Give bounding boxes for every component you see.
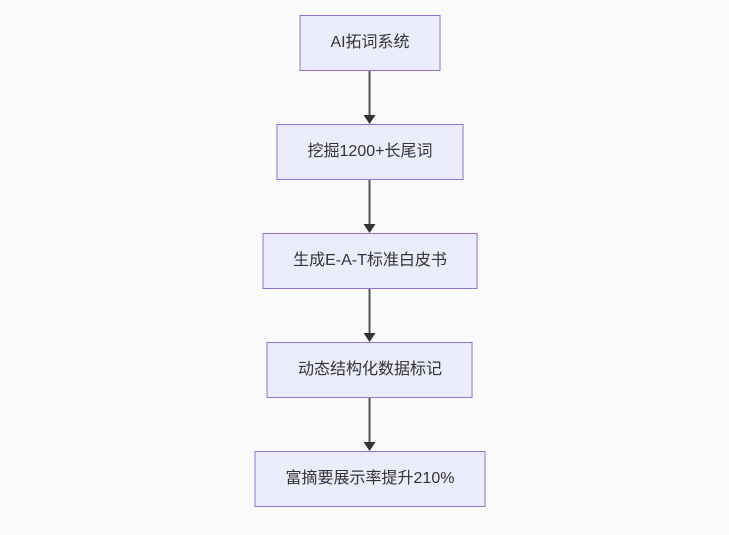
node-label: 富摘要展示率提升210%	[285, 470, 455, 487]
node-label: 生成E-A-T标准白皮书	[293, 252, 447, 269]
edge-a-to-b	[363, 71, 377, 124]
edge-c-to-d	[363, 289, 377, 342]
arrowhead-down-icon	[364, 115, 376, 124]
node-eat-whitepaper: 生成E-A-T标准白皮书	[262, 233, 478, 289]
node-dynamic-structured-data: 动态结构化数据标记	[266, 342, 473, 398]
arrowhead-down-icon	[364, 442, 376, 451]
node-rich-snippet-uplift: 富摘要展示率提升210%	[254, 451, 486, 507]
edge-line	[369, 180, 371, 226]
edge-b-to-c	[363, 180, 377, 233]
edge-d-to-e	[363, 398, 377, 451]
node-label: AI拓词系统	[330, 34, 410, 51]
edge-line	[369, 289, 371, 335]
arrowhead-down-icon	[364, 333, 376, 342]
node-label: 动态结构化数据标记	[297, 361, 442, 378]
node-ai-keyword-system: AI拓词系统	[299, 15, 441, 71]
arrowhead-down-icon	[364, 224, 376, 233]
node-longtail-keyword-mining: 挖掘1200+长尾词	[276, 124, 464, 180]
node-label: 挖掘1200+长尾词	[307, 143, 433, 160]
edge-line	[369, 398, 371, 444]
edge-line	[369, 71, 371, 117]
flowchart: AI拓词系统 挖掘1200+长尾词 生成E-A-T标准白皮书 动态结构化数据标记	[254, 15, 486, 507]
